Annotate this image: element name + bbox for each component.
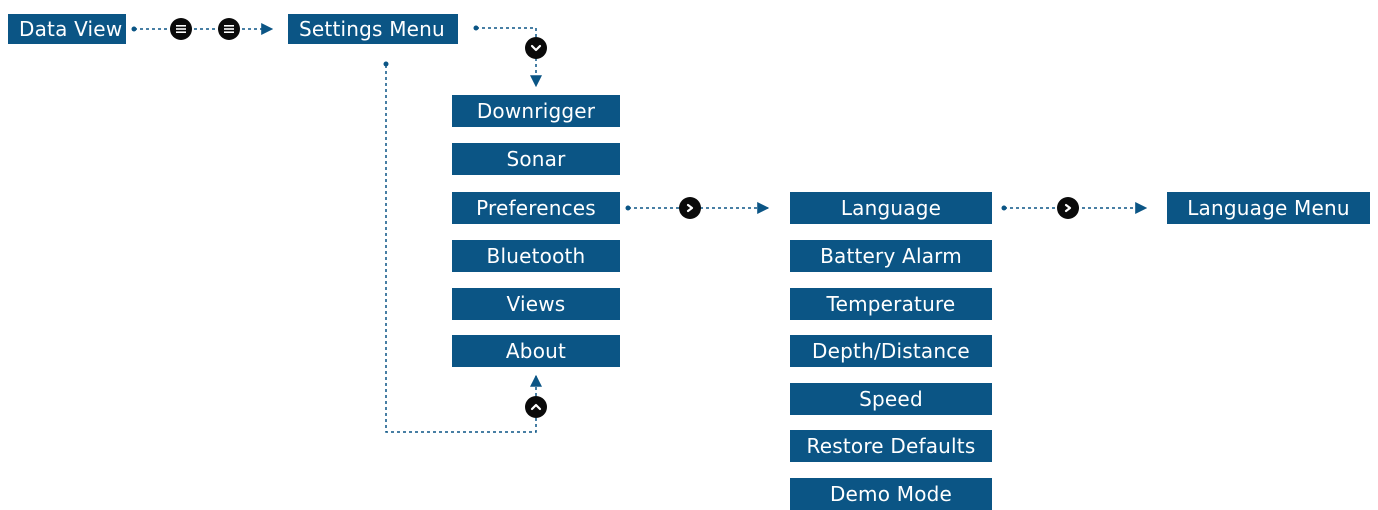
connector-settings-down bbox=[476, 27, 542, 88]
settings-item-preferences[interactable]: Preferences bbox=[452, 192, 620, 224]
up-button[interactable] bbox=[525, 396, 547, 418]
settings-item-about[interactable]: About bbox=[452, 335, 620, 367]
preferences-item-demo-mode[interactable]: Demo Mode bbox=[790, 478, 992, 510]
preferences-item-language[interactable]: Language bbox=[790, 192, 992, 224]
settings-item-views[interactable]: Views bbox=[452, 288, 620, 320]
down-button[interactable] bbox=[525, 37, 547, 59]
settings-item-downrigger[interactable]: Downrigger bbox=[452, 95, 620, 127]
chevron-up-icon bbox=[530, 403, 542, 411]
preferences-item-temperature[interactable]: Temperature bbox=[790, 288, 992, 320]
chevron-right-icon bbox=[1064, 203, 1072, 213]
menu-lines-icon bbox=[224, 25, 234, 33]
menu-button-second[interactable] bbox=[218, 18, 240, 40]
chevron-down-icon bbox=[530, 44, 542, 52]
data-view-box[interactable]: Data View bbox=[8, 14, 126, 44]
right-button-preferences[interactable] bbox=[679, 197, 701, 219]
preferences-item-depth-distance[interactable]: Depth/Distance bbox=[790, 335, 992, 367]
connector-return-loop bbox=[385, 64, 537, 433]
preferences-item-speed[interactable]: Speed bbox=[790, 383, 992, 415]
menu-button[interactable] bbox=[170, 18, 192, 40]
language-menu-box[interactable]: Language Menu bbox=[1167, 192, 1370, 224]
preferences-item-restore-defaults[interactable]: Restore Defaults bbox=[790, 430, 992, 462]
right-button-language[interactable] bbox=[1057, 197, 1079, 219]
settings-item-bluetooth[interactable]: Bluetooth bbox=[452, 240, 620, 272]
settings-item-sonar[interactable]: Sonar bbox=[452, 143, 620, 175]
preferences-item-battery-alarm[interactable]: Battery Alarm bbox=[790, 240, 992, 272]
chevron-right-icon bbox=[686, 203, 694, 213]
menu-lines-icon bbox=[176, 25, 186, 33]
settings-menu-box[interactable]: Settings Menu bbox=[288, 14, 458, 44]
